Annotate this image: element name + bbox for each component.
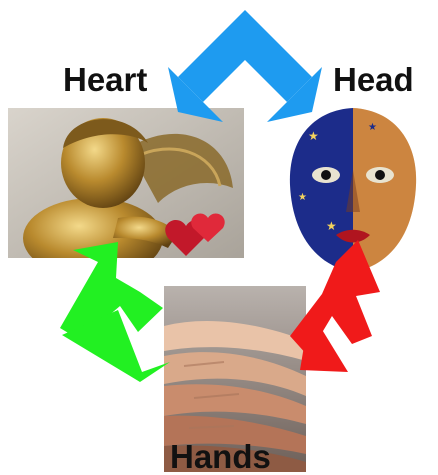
heart-image — [8, 108, 244, 258]
hands-label: Hands — [170, 440, 271, 473]
svg-text:★: ★ — [326, 219, 337, 233]
heart-label: Heart — [63, 63, 147, 96]
heart-hands-arrow — [60, 242, 170, 382]
head-image: ★ ★ ★ ★ — [268, 100, 438, 278]
svg-text:★: ★ — [368, 122, 377, 133]
head-label: Head — [333, 63, 414, 96]
svg-text:★: ★ — [298, 192, 307, 203]
svg-text:★: ★ — [308, 129, 319, 143]
